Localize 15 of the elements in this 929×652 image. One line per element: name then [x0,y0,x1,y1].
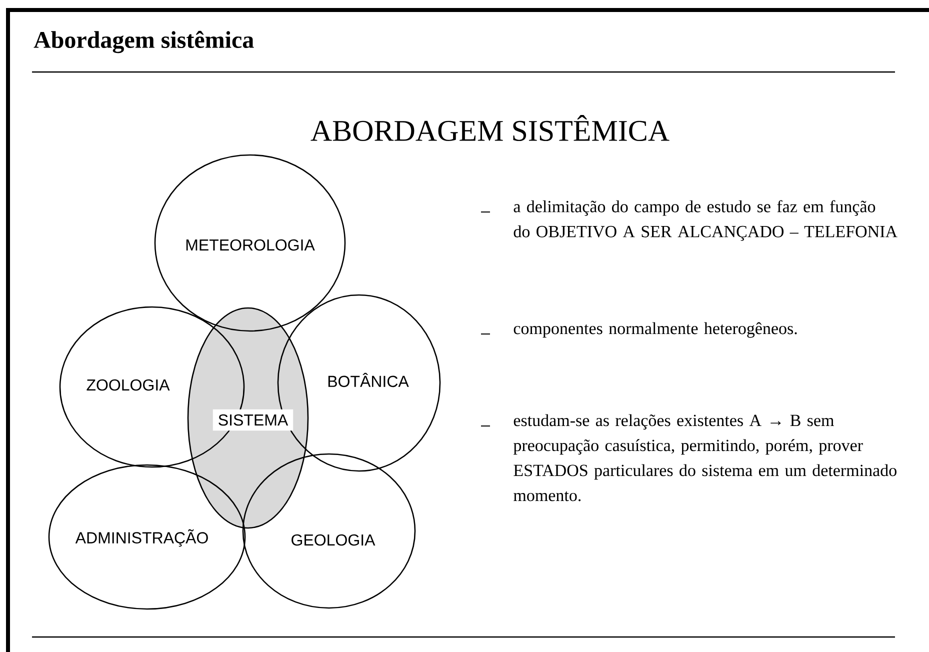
ellipse [242,453,416,609]
bullet-text: estudam-se as relações existentes A → B sem preocupação casuística, permitindo, porém, prover ESTADOS particulares do sistema em um determinado momento. [513,414,896,502]
ellipse [154,154,346,332]
heading: ABORDAGEM SISTÊMICA [310,114,670,142]
ellipse [48,464,246,610]
ellipse-label: ZOOLOGIA [86,379,170,391]
ellipse-label: BOTÂNICA [328,372,409,388]
bullet-text: a delimitação do campo de estudo se faz em função do OBJETIVO A SER ALCANÇADO – TELEFONIA [514,200,898,241]
highlighted-ellipse [187,307,309,529]
title: Abordagem sistêmica [34,30,254,54]
ellipse-label: METEOROLOGIA [186,239,315,251]
ellipse-label: GEOLOGIA [292,534,376,546]
bullet-text: componentes normalmente heterogêneos. [514,322,797,338]
ellipse-label: SISTEMA [212,409,294,431]
ellipse-label: ADMINISTRAÇÃO [75,529,208,547]
